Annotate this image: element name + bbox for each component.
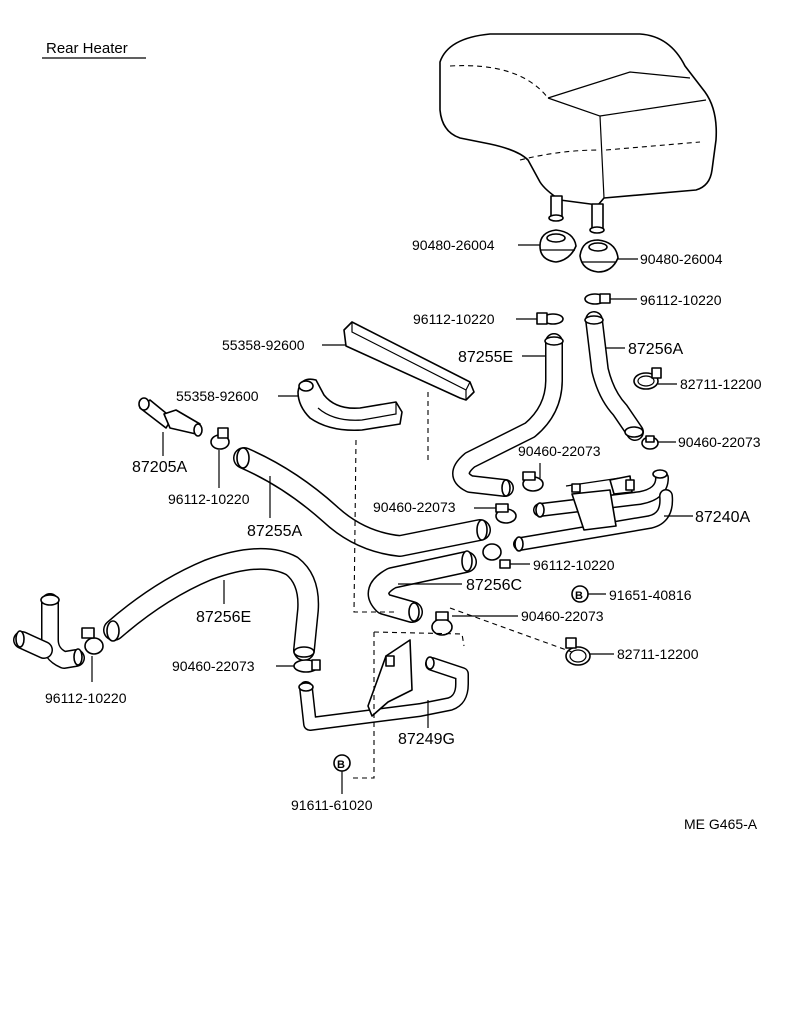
hose-87256c (367, 550, 477, 623)
grommet-right (579, 239, 619, 273)
label-protector-lower: 55358-92600 (176, 388, 259, 404)
label-hose-87256a: 87256A (628, 341, 683, 358)
label-clip-top-center: 96112-10220 (413, 311, 495, 327)
label-protector-upper: 55358-92600 (222, 337, 305, 353)
label-clip-96112-center: 96112-10220 (533, 557, 615, 573)
bolt-91651-marker: B (575, 590, 583, 602)
label-clamp-90460-lower-left: 90460-22073 (172, 658, 255, 674)
bolt-91611: B (333, 754, 351, 772)
clamp-82711-upper (633, 367, 662, 390)
clip-96112-left (210, 427, 230, 450)
label-pipe-87240a: 87240A (695, 509, 750, 526)
rear-heater-unit (439, 33, 718, 234)
left-tee-fitting (13, 593, 85, 669)
label-clamp-90460-center-top: 90460-22073 (518, 443, 601, 459)
label-clip-96112-far-left: 96112-10220 (45, 690, 127, 706)
clamp-90460-right (641, 435, 659, 450)
label-grommet-left: 90480-26004 (412, 237, 495, 253)
bolt-91651: B (571, 585, 589, 603)
grommet-left (539, 229, 577, 263)
label-clamp-82711-lower: 82711-12200 (617, 646, 699, 662)
valve-87205a (138, 397, 203, 437)
label-hose-87255a: 87255A (247, 523, 302, 540)
clip-96112-center (482, 543, 511, 569)
label-clip-top-right: 96112-10220 (640, 292, 722, 308)
label-grommet-right: 90480-26004 (640, 251, 723, 267)
clip-top-center (536, 312, 564, 325)
dashed-guides (352, 392, 573, 779)
label-bolt-91651: 91651-40816 (609, 587, 692, 603)
diagram-title: Rear Heater (46, 40, 128, 57)
clamp-90460-center-mid (495, 503, 517, 524)
diagram-code: ME G465-A (684, 816, 758, 832)
clip-96112-far-left (81, 627, 104, 655)
label-clip-96112-left: 96112-10220 (168, 491, 250, 507)
label-hose-87256e: 87256E (196, 609, 251, 626)
protector-upper (343, 321, 475, 401)
hose-87255e (452, 333, 564, 497)
label-hose-87255e: 87255E (458, 349, 513, 366)
hose-87256a (584, 311, 644, 441)
protector-lower (297, 378, 403, 432)
hose-87256e (103, 547, 320, 661)
bolt-91611-marker: B (337, 759, 345, 771)
label-clamp-90460-lower-center: 90460-22073 (521, 608, 604, 624)
pipe-87249g (298, 639, 469, 731)
clip-top-right (584, 293, 611, 305)
label-pipe-87249g: 87249G (398, 731, 455, 748)
label-valve-87205a: 87205A (132, 459, 187, 476)
hose-87255a (233, 447, 491, 557)
label-clamp-82711-upper: 82711-12200 (680, 376, 762, 392)
label-clamp-90460-right: 90460-22073 (678, 434, 761, 450)
clamp-90460-center-top (522, 471, 544, 492)
label-bolt-91611: 91611-61020 (291, 797, 373, 813)
clamp-90460-lower-left (293, 659, 321, 673)
clamp-90460-lower-center (431, 611, 453, 636)
pipe-87240a (513, 469, 674, 552)
label-clamp-90460-center-mid: 90460-22073 (373, 499, 456, 515)
label-hose-87256c: 87256C (466, 577, 522, 594)
